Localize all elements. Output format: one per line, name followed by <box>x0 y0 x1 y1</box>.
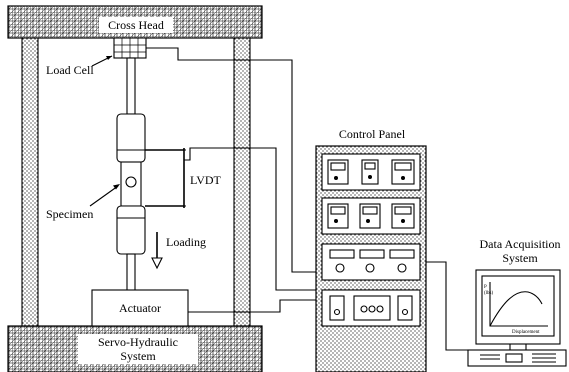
load-cell-label: Load Cell <box>46 63 94 77</box>
lvdt-label: LVDT <box>190 173 222 187</box>
servo-hydraulic-base: Servo-Hydraulic System <box>7 325 263 372</box>
upper-rod <box>126 57 136 115</box>
cross-head-label: Cross Head <box>108 18 164 32</box>
load-displacement-curve <box>489 291 543 327</box>
servo-hydraulic-label-line1: Servo-Hydraulic <box>98 335 178 349</box>
loading-arrow: Loading <box>151 232 206 270</box>
frame-columns <box>21 37 251 329</box>
cross-head: Cross Head <box>7 5 263 39</box>
connection-wires <box>146 47 478 351</box>
panel-module-3 <box>321 243 421 281</box>
specimen-assembly: Specimen <box>46 113 146 255</box>
control-panel-label: Control Panel <box>339 127 406 141</box>
monitor-screen <box>481 275 555 337</box>
monitor-unit-label: (lbs) <box>484 291 494 296</box>
upper-grip <box>116 113 146 163</box>
actuator: Actuator <box>91 289 189 327</box>
daq-label-line2: System <box>502 251 538 265</box>
data-acquisition-system: Data Acquisition System P (lbs) Displace… <box>467 237 567 367</box>
lvdt: LVDT <box>145 148 222 208</box>
control-panel: Control Panel <box>315 127 427 372</box>
daq-label-line1: Data Acquisition <box>480 237 561 251</box>
lower-grip <box>116 205 146 255</box>
monitor-p-label: P <box>484 285 487 290</box>
monitor-x-label: Displacement <box>512 330 540 335</box>
specimen-label: Specimen <box>46 207 93 221</box>
lower-rod <box>126 253 136 295</box>
actuator-label: Actuator <box>119 301 161 315</box>
servo-hydraulic-label-line2: System <box>120 349 156 363</box>
loading-label: Loading <box>166 235 206 249</box>
